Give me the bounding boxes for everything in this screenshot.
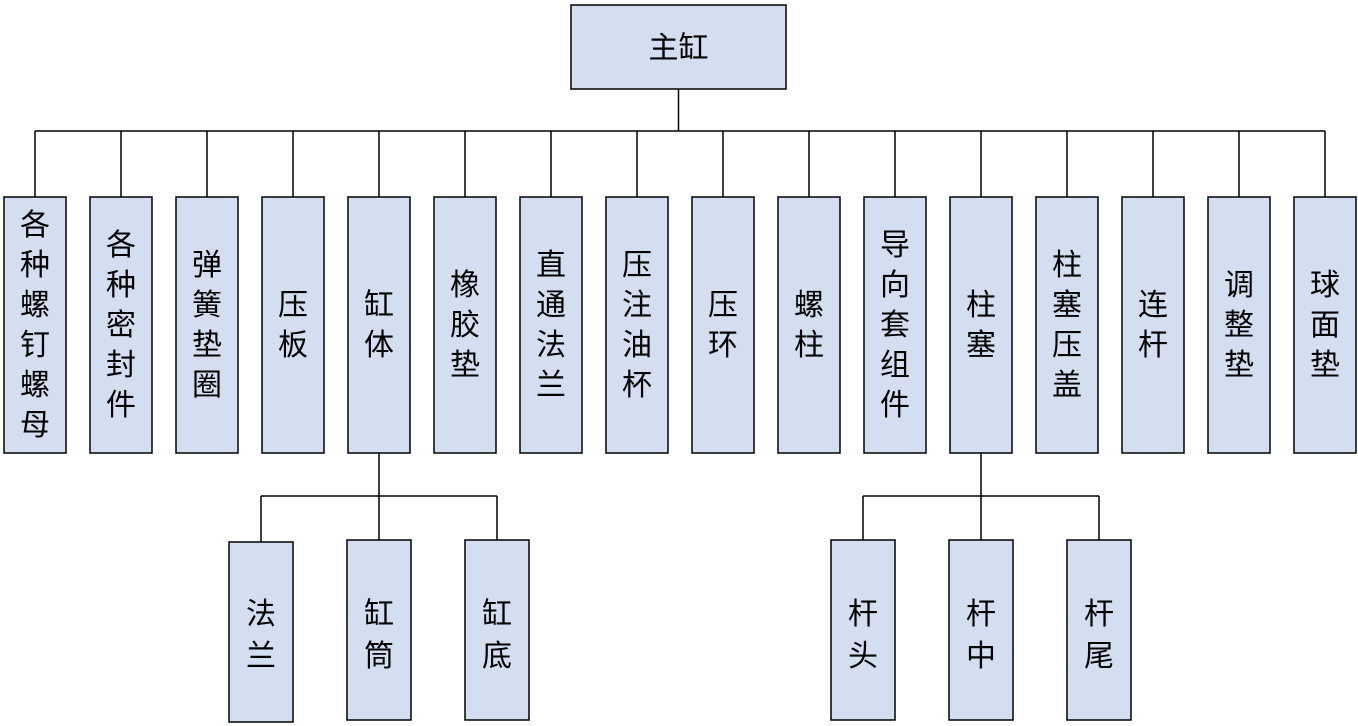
component-c7-box bbox=[519, 196, 583, 454]
part-c12-0-label: 杆头 bbox=[848, 597, 878, 674]
component-c2-label: 各种密封件 bbox=[106, 228, 136, 423]
part-c12-1-label: 杆中 bbox=[966, 597, 996, 674]
component-c5-box bbox=[347, 196, 411, 454]
component-c12-box bbox=[949, 196, 1013, 454]
part-c12-2-box bbox=[1066, 539, 1132, 721]
component-c4-label: 压板 bbox=[278, 288, 308, 363]
part-c12-0-box bbox=[830, 539, 896, 721]
component-c3-box bbox=[175, 196, 239, 454]
component-c11: 导向套组件 bbox=[863, 196, 927, 454]
component-c12-label: 柱塞 bbox=[966, 288, 996, 363]
component-c2-box bbox=[89, 196, 153, 454]
component-c4-box bbox=[261, 196, 325, 454]
component-c9-label: 压环 bbox=[708, 288, 738, 363]
component-c16: 球面垫 bbox=[1293, 196, 1357, 454]
component-c7: 直通法兰 bbox=[519, 196, 583, 454]
component-c2: 各种密封件 bbox=[89, 196, 153, 454]
component-c6: 橡胶垫 bbox=[433, 196, 497, 454]
part-c5-1-box bbox=[346, 539, 412, 721]
component-c11-box bbox=[863, 196, 927, 454]
component-c3-label: 弹簧垫圈 bbox=[192, 248, 222, 403]
part-c12-1: 杆中 bbox=[948, 539, 1014, 721]
part-c5-2-label: 缸底 bbox=[482, 597, 512, 674]
component-c12: 柱塞 bbox=[949, 196, 1013, 454]
component-c4: 压板 bbox=[261, 196, 325, 454]
component-c6-label: 橡胶垫 bbox=[450, 268, 480, 383]
part-c12-2: 杆尾 bbox=[1066, 539, 1132, 721]
component-c7-label: 直通法兰 bbox=[536, 248, 566, 403]
component-c3: 弹簧垫圈 bbox=[175, 196, 239, 454]
component-c5-label: 缸体 bbox=[364, 288, 394, 363]
component-c6-box bbox=[433, 196, 497, 454]
component-c9: 压环 bbox=[691, 196, 755, 454]
connector-lines bbox=[34, 89, 1326, 542]
component-c16-box bbox=[1293, 196, 1357, 454]
component-c15-label: 调整垫 bbox=[1224, 268, 1254, 383]
component-c14: 连杆 bbox=[1121, 196, 1185, 454]
component-c13-box bbox=[1035, 196, 1099, 454]
component-c8-box bbox=[605, 196, 669, 454]
part-c5-2-box bbox=[464, 539, 530, 721]
part-c12-0: 杆头 bbox=[830, 539, 896, 721]
component-c14-label: 连杆 bbox=[1138, 288, 1168, 363]
component-c16-label: 球面垫 bbox=[1310, 268, 1340, 383]
component-c15: 调整垫 bbox=[1207, 196, 1271, 454]
component-c10-label: 螺柱 bbox=[794, 288, 824, 363]
component-c9-box bbox=[691, 196, 755, 454]
component-c13: 柱塞压盖 bbox=[1035, 196, 1099, 454]
component-c14-box bbox=[1121, 196, 1185, 454]
component-c10-box bbox=[777, 196, 841, 454]
part-c5-1-label: 缸筒 bbox=[364, 597, 394, 674]
part-c12-2-label: 杆尾 bbox=[1084, 597, 1114, 674]
part-c5-2: 缸底 bbox=[464, 539, 530, 721]
component-c1: 各种螺钉螺母 bbox=[3, 196, 67, 454]
component-c15-box bbox=[1207, 196, 1271, 454]
component-c8: 压注油杯 bbox=[605, 196, 669, 454]
component-c1-box bbox=[3, 196, 67, 454]
part-c12-1-box bbox=[948, 539, 1014, 721]
part-c5-1: 缸筒 bbox=[346, 539, 412, 721]
component-c13-label: 柱塞压盖 bbox=[1052, 248, 1082, 403]
component-c8-label: 压注油杯 bbox=[622, 248, 652, 403]
part-c5-0-box bbox=[228, 541, 294, 723]
component-c10: 螺柱 bbox=[777, 196, 841, 454]
component-c5: 缸体 bbox=[347, 196, 411, 454]
part-c5-0: 法兰 bbox=[228, 541, 294, 723]
root-node: 主缸 bbox=[570, 4, 787, 90]
component-c11-label: 导向套组件 bbox=[880, 228, 910, 423]
part-c5-0-label: 法兰 bbox=[246, 597, 276, 674]
component-c1-label: 各种螺钉螺母 bbox=[20, 208, 50, 443]
root-node-box bbox=[570, 4, 787, 90]
root-node-label: 主缸 bbox=[649, 31, 709, 66]
